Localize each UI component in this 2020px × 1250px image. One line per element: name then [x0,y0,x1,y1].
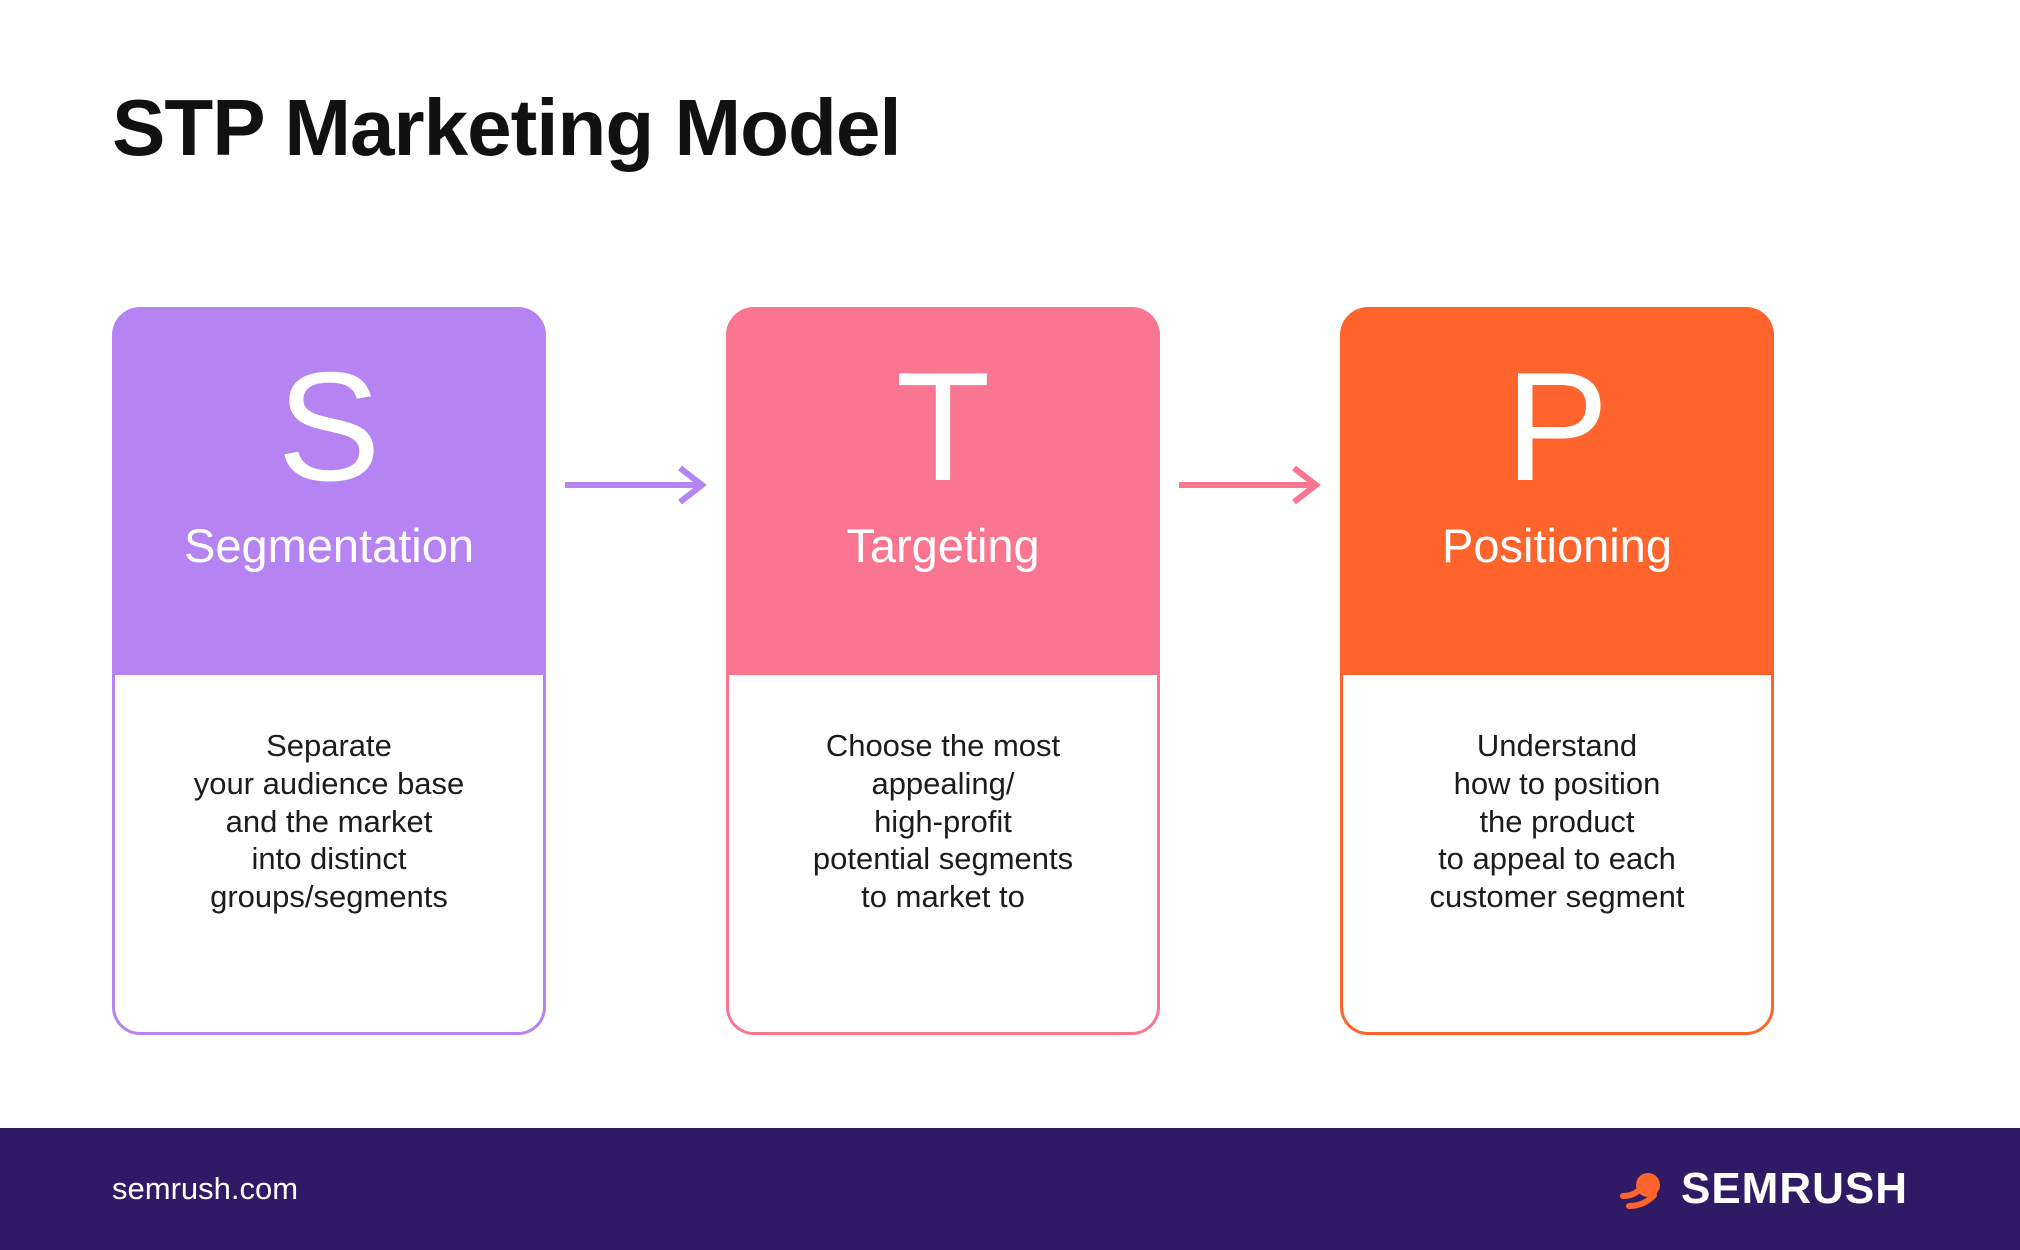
semrush-logo-wordmark: SEMRUSH [1680,1164,1908,1213]
page-title: STP Marketing Model [112,83,902,172]
footer-bar: semrush.com SEMRUSH [0,1128,2020,1250]
card-segmentation-description: Separate your audience base and the mark… [193,728,465,915]
card-targeting-label: Targeting [846,519,1040,572]
card-targeting-header: T Targeting [726,307,1160,675]
card-positioning-label: Positioning [1442,519,1672,572]
card-positioning: P Positioning Understand how to position… [1340,307,1774,1035]
card-segmentation-body: Separate your audience base and the mark… [112,675,546,1035]
footer-site-url: semrush.com [112,1171,299,1206]
arrow-right-icon [1160,463,1340,507]
stp-flow: S Segmentation Separate your audience ba… [112,307,1774,1035]
card-segmentation-header: S Segmentation [112,307,546,675]
card-positioning-body: Understand how to position the product t… [1340,675,1774,1035]
card-targeting-body: Choose the most appealing/ high-profit p… [726,675,1160,1035]
card-positioning-description: Understand how to position the product t… [1429,728,1685,915]
semrush-logo: SEMRUSH [1619,1164,1908,1214]
card-segmentation: S Segmentation Separate your audience ba… [112,307,546,1035]
card-positioning-header: P Positioning [1340,307,1774,675]
card-targeting-description: Choose the most appealing/ high-profit p… [812,728,1074,915]
card-targeting-letter: T [895,340,991,513]
card-segmentation-label: Segmentation [183,519,475,572]
arrow-right-icon-svg [565,465,707,505]
card-positioning-letter: P [1505,340,1609,513]
semrush-logo-icon [1619,1165,1667,1213]
card-segmentation-letter: S [277,340,381,513]
arrow-right-icon [546,463,726,507]
arrow-right-icon-svg [1179,465,1321,505]
card-targeting: T Targeting Choose the most appealing/ h… [726,307,1160,1035]
